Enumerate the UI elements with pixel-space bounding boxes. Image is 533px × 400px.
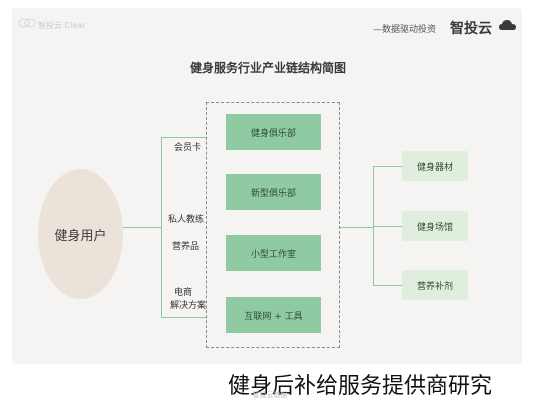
center-box-internet-tools: 互联网 + 工具 (226, 297, 321, 333)
right-box-equipment: 健身器材 (402, 151, 468, 181)
connector-left-bottom (161, 317, 206, 318)
center-box-label: 小型工作室 (250, 249, 296, 260)
watermark: 智投云 Clear (38, 21, 86, 30)
center-box-label: 互联网 + 工具 (244, 311, 303, 322)
connector-left-top (161, 137, 206, 138)
connector-right-top (373, 166, 402, 167)
left-item-membership: 会员卡 (174, 143, 202, 153)
center-box-gym-club: 健身俱乐部 (226, 114, 321, 150)
right-box-supplement: 营养补剂 (402, 270, 468, 300)
caption: 健身后补给服务提供商研究 (228, 374, 493, 399)
brand-subtitle: —数据驱动投资 (373, 25, 437, 35)
connector-user (123, 227, 161, 228)
center-box-label: 新型俱乐部 (250, 188, 296, 199)
connector-right-mid (373, 226, 402, 227)
right-box-venue: 健身场馆 (402, 211, 468, 241)
brand-name: 智投云 (450, 21, 492, 37)
right-box-label: 营养补剂 (416, 281, 453, 292)
user-node: 健身用户 (38, 169, 123, 299)
connector-right-main (340, 227, 373, 228)
center-box-label: 健身俱乐部 (250, 128, 296, 139)
connector-left-spine (161, 137, 162, 317)
center-box-small-studio: 小型工作室 (226, 235, 321, 271)
core-services-container (206, 102, 340, 348)
left-item-solution: 解决方案 (170, 301, 207, 311)
left-item-private-coach: 私人教练 (168, 215, 205, 225)
diagram-title: 健身服务行业产业链结构简图 (190, 61, 347, 75)
right-box-label: 健身场馆 (416, 222, 453, 233)
left-item-ecommerce: 电商 (174, 288, 193, 298)
left-item-nutrition: 营养品 (172, 242, 200, 252)
brand-logo-icon (499, 20, 516, 30)
bottom-watermark: -智投云数据- (250, 391, 291, 399)
right-box-label: 健身器材 (416, 162, 453, 173)
connector-right-bottom (373, 285, 402, 286)
user-label: 健身用户 (54, 228, 107, 244)
watermark-logo-icon (18, 18, 36, 28)
center-box-new-club: 新型俱乐部 (226, 174, 321, 210)
